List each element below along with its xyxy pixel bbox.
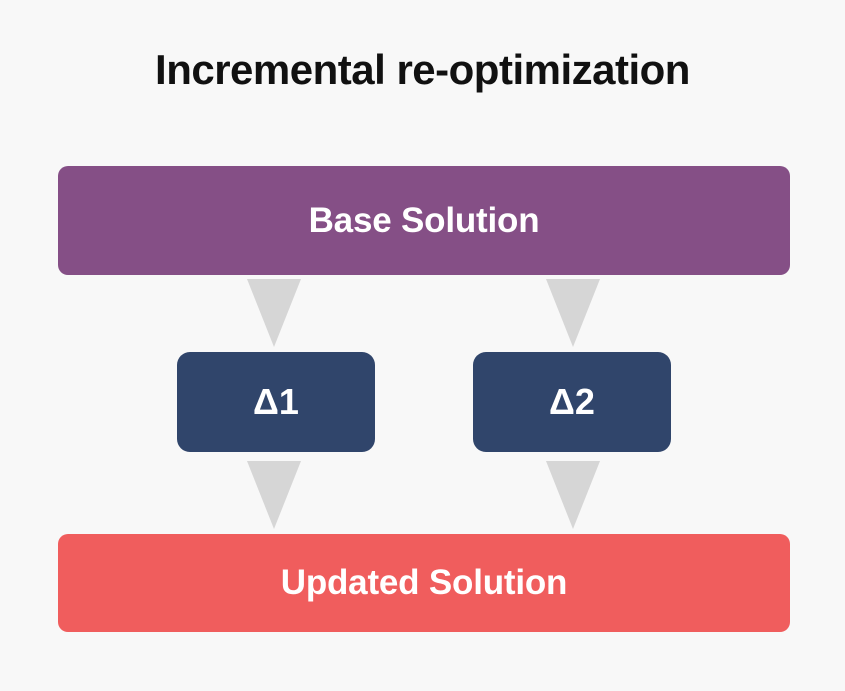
node-delta-1[interactable]: Δ1 — [177, 352, 375, 452]
arrow-base-to-delta2-icon — [546, 279, 600, 347]
arrow-base-to-delta1-icon — [247, 279, 301, 347]
node-updated-solution[interactable]: Updated Solution — [58, 534, 790, 632]
node-delta-2-label: Δ2 — [549, 381, 595, 422]
diagram-title: Incremental re-optimization — [155, 46, 690, 93]
node-updated-solution-label: Updated Solution — [280, 563, 568, 602]
arrow-delta2-to-updated-icon — [546, 461, 600, 529]
arrow-delta1-to-updated-icon — [247, 461, 301, 529]
node-base-solution[interactable]: Base Solution — [58, 166, 790, 275]
node-delta-2[interactable]: Δ2 — [473, 352, 671, 452]
node-base-solution-label: Base Solution — [308, 200, 540, 240]
node-delta-1-label: Δ1 — [253, 381, 299, 422]
